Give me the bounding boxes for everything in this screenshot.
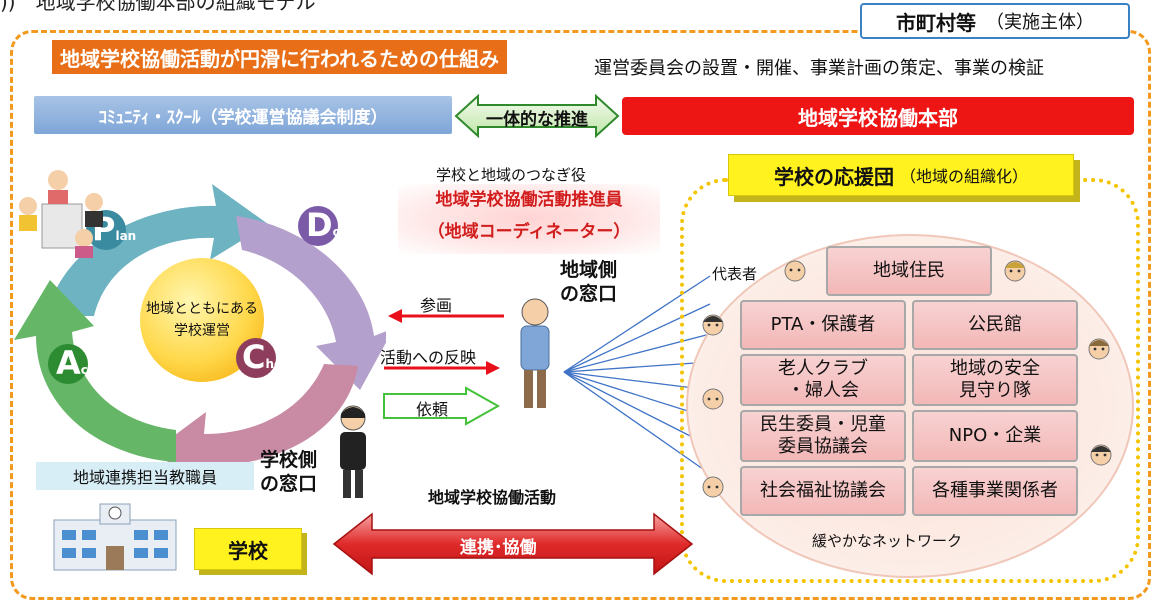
teacher-illustration (340, 405, 366, 498)
participation-arrow (388, 309, 504, 323)
act-badge (48, 344, 88, 384)
act-letter: Act (56, 344, 94, 382)
face-icon (1088, 338, 1110, 360)
face-icon (702, 314, 724, 336)
promoter-box: 地域学校協働活動推進員 （地域コーディネーター） (398, 184, 660, 254)
headquarters-box: 地域学校協働本部 (622, 97, 1134, 135)
org-social-welfare: 社会福祉協議会 (740, 466, 906, 516)
school-label: 学校 (194, 528, 302, 570)
gentle-network-label: 緩やかなネットワーク (812, 532, 963, 550)
face-icon (1004, 260, 1026, 282)
reflection-label: 活動への反映 (380, 348, 477, 367)
reflection-arrow (384, 361, 500, 375)
check-letter: Check (242, 338, 298, 376)
face-icon (702, 476, 724, 498)
promoter-title-line2: （地域コーディネーター） (427, 222, 631, 242)
org-pta: PTA・保護者 (740, 300, 906, 350)
liaison-role-label: 学校と地域のつなぎ役 (436, 166, 587, 184)
org-npo: NPO・企業 (912, 410, 1078, 462)
face-icon (702, 388, 724, 410)
integrated-promotion-arrow (454, 94, 620, 138)
implementing-body-note: （実施主体） (986, 12, 1094, 33)
community-school-box: ｺﾐｭﾆﾃｨ・ｽｸｰﾙ（学校運営協議会制度） (34, 96, 452, 134)
org-business: 各種事業関係者 (912, 466, 1078, 516)
org-community-hall: 公民館 (912, 300, 1078, 350)
request-label: 依頼 (416, 400, 449, 419)
org-safety-watch: 地域の安全見守り隊 (912, 354, 1078, 406)
cooperation-label: 連携･協働 (460, 538, 537, 558)
school-window-label: 学校側 の窓口 (260, 449, 318, 495)
page-heading: )) 地域学校協働本部の組織モデル (0, 0, 316, 14)
request-arrow (383, 386, 501, 426)
outer-dashed-frame (10, 30, 1151, 600)
check-badge (236, 338, 276, 378)
org-welfare-commissioners: 民生委員・児童委員協議会 (740, 410, 906, 462)
pdca-center-line1: 地域とともにある (146, 301, 258, 317)
face-icon (1090, 444, 1112, 466)
coordinator-person-illustration (520, 298, 550, 408)
pdca-center-line2: 学校運営 (174, 323, 230, 339)
representative-label: 代表者 (712, 265, 758, 283)
implementing-body-box: 市町村等 （実施主体） (860, 3, 1130, 39)
meeting-people-illustration (19, 170, 103, 258)
network-fan-lines (563, 275, 711, 475)
council-tasks-text: 運営委員会の設置・開催、事業計画の策定、事業の検証 (594, 58, 1044, 79)
do-letter: Do (306, 206, 341, 244)
do-badge (298, 206, 338, 246)
community-window-label: 地域側 の窓口 (560, 259, 618, 305)
school-building-illustration (53, 503, 177, 571)
integrated-promotion-label: 一体的な推進 (486, 110, 588, 130)
liaison-staff-label: 地域連携担当教職員 (36, 462, 254, 490)
face-icon (784, 260, 806, 282)
pdca-cycle-graphic (14, 184, 386, 466)
activity-label: 地域学校協働活動 (428, 488, 557, 507)
org-residents: 地域住民 (826, 246, 992, 296)
implementing-body-label: 市町村等 (896, 10, 976, 35)
support-group-title-box: 学校の応援団 （地域の組織化） (728, 154, 1074, 196)
support-group-subtitle: （地域の組織化） (899, 167, 1028, 186)
support-group-title: 学校の応援団 (773, 164, 894, 189)
promoter-title-line1: 地域学校協働活動推進員 (435, 190, 623, 210)
cooperation-double-arrow (332, 512, 694, 576)
mechanism-banner: 地域学校協働活動が円滑に行われるための仕組み (52, 40, 507, 74)
org-seniors: 老人クラブ・婦人会 (740, 354, 906, 406)
participation-label: 参画 (420, 296, 453, 315)
